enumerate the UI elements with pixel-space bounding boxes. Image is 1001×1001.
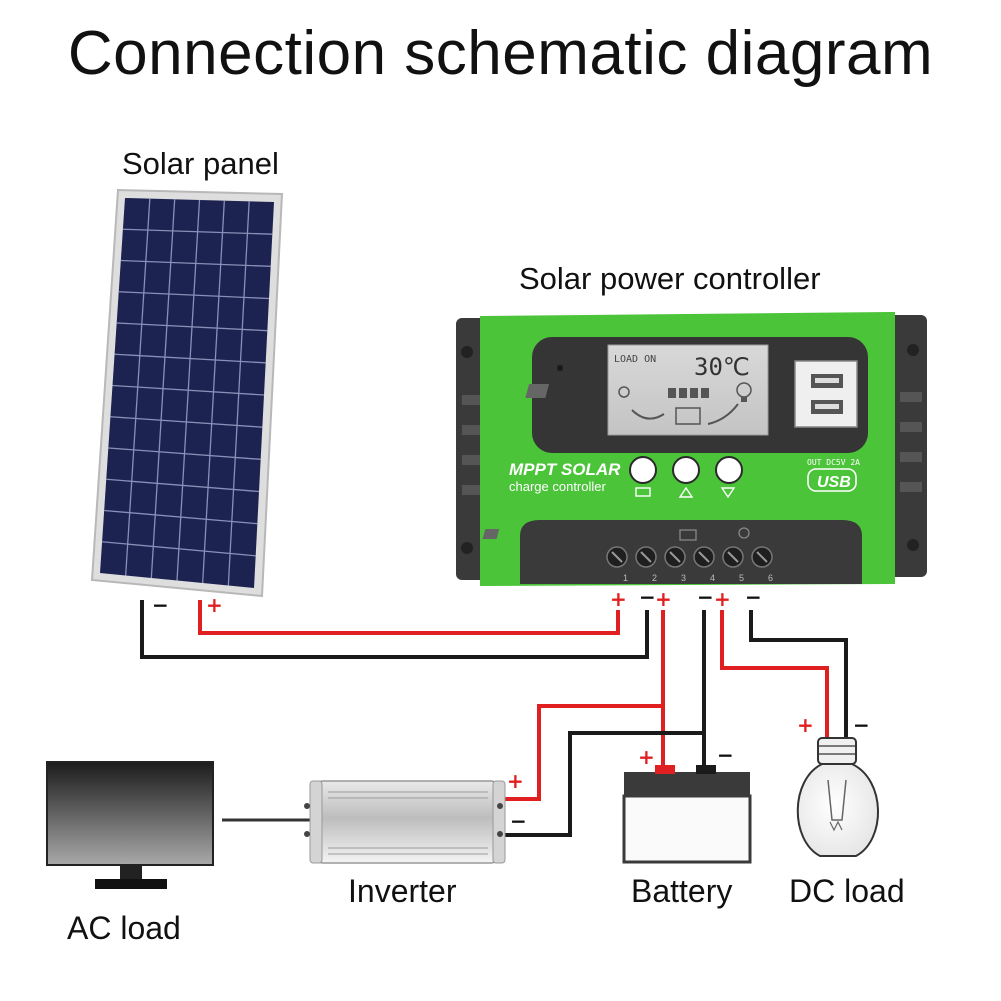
terminal-block: 1 2 3 4 5 6 xyxy=(606,546,773,583)
menu-icon xyxy=(635,487,651,497)
wire-panel-negative xyxy=(140,600,649,659)
terminal-number-4: 4 xyxy=(710,573,715,583)
ctrl-t3-plus-sign: + xyxy=(655,587,672,611)
lcd-arrow-right-icon xyxy=(707,403,739,425)
up-arrow-icon xyxy=(678,486,694,498)
ctrl-t1-plus-sign: + xyxy=(610,587,627,611)
dc-load-bulb xyxy=(796,737,879,857)
terminal-number-5: 5 xyxy=(739,573,744,583)
terminal-slot-2 xyxy=(640,551,652,563)
down-arrow-icon xyxy=(720,487,736,499)
up-button[interactable] xyxy=(672,456,700,484)
wire-inverter-positive xyxy=(505,704,663,801)
terminal-slot-6 xyxy=(756,551,768,563)
dc-load-label: DC load xyxy=(789,873,905,909)
lcd-temperature: 30℃ xyxy=(694,353,750,381)
ctrl-t4-minus-sign: − xyxy=(697,585,714,609)
panel-minus-sign: − xyxy=(152,593,169,617)
ac-load-monitor xyxy=(46,761,214,889)
lcd-status-text: LOAD ON xyxy=(614,354,656,365)
battery-minus-sign: − xyxy=(717,743,734,767)
wire-dc-load-positive xyxy=(720,610,829,738)
terminal-slot-5 xyxy=(727,551,739,563)
wiring xyxy=(140,600,848,837)
menu-button[interactable] xyxy=(629,456,657,484)
dc-load-plus-sign: + xyxy=(797,713,814,737)
inverter-minus-sign: − xyxy=(510,809,527,833)
brand-line-1: MPPT SOLAR xyxy=(509,460,621,479)
ctrl-t2-minus-sign: − xyxy=(639,585,656,609)
ctrl-t5-plus-sign: + xyxy=(714,587,731,611)
lcd-bulb-icon xyxy=(736,382,752,402)
terminal-slot-1 xyxy=(611,551,623,563)
controller-label: Solar power controller xyxy=(519,261,821,296)
terminal-number-3: 3 xyxy=(681,573,686,583)
lcd-sun-panel-icon xyxy=(525,384,630,398)
lcd-arrow-left-icon xyxy=(631,409,665,420)
panel-cell-grid xyxy=(102,198,273,586)
polarity-marks: − + + − + − + − + − + − + − xyxy=(152,585,870,833)
solar-panel-label: Solar panel xyxy=(122,146,279,181)
lcd-battery-bars-icon xyxy=(668,388,709,398)
inverter-plus-sign: + xyxy=(507,769,524,793)
panel-plus-sign: + xyxy=(206,593,223,617)
solar-charge-controller: LOAD ON 30℃ OUT DC5V 2A USB MPPT SOLAR c… xyxy=(456,312,927,586)
terminal-load-symbol xyxy=(738,527,750,539)
battery-label: Battery xyxy=(631,873,733,909)
terminal-number-1: 1 xyxy=(623,573,628,583)
battery-positive-post xyxy=(655,765,675,774)
solar-panel xyxy=(90,188,284,598)
inverter xyxy=(304,780,506,864)
inverter-label: Inverter xyxy=(348,873,457,909)
wire-inverter-negative xyxy=(505,731,704,837)
lcd-battery-icon xyxy=(675,407,701,425)
terminal-battery-symbol xyxy=(679,529,697,541)
battery xyxy=(622,765,752,864)
dc-load-minus-sign: − xyxy=(853,713,870,737)
usb-output-rating: OUT DC5V 2A xyxy=(807,458,860,467)
terminal-slot-4 xyxy=(698,551,710,563)
terminal-slot-3 xyxy=(669,551,681,563)
battery-plus-sign: + xyxy=(638,745,655,769)
down-button[interactable] xyxy=(715,456,743,484)
diagram-title: Connection schematic diagram xyxy=(67,19,934,88)
terminal-number-6: 6 xyxy=(768,573,773,583)
ac-load-label: AC load xyxy=(67,910,181,946)
terminal-number-2: 2 xyxy=(652,573,657,583)
usb-port xyxy=(794,360,858,428)
wire-dc-load-negative xyxy=(749,610,848,738)
wire-panel-positive xyxy=(198,600,620,635)
brand-line-2: charge controller xyxy=(509,479,606,494)
battery-negative-post xyxy=(696,765,716,774)
terminal-panel-symbol xyxy=(482,529,500,539)
ctrl-t6-minus-sign: − xyxy=(745,585,762,609)
usb-logo: USB xyxy=(817,474,851,491)
